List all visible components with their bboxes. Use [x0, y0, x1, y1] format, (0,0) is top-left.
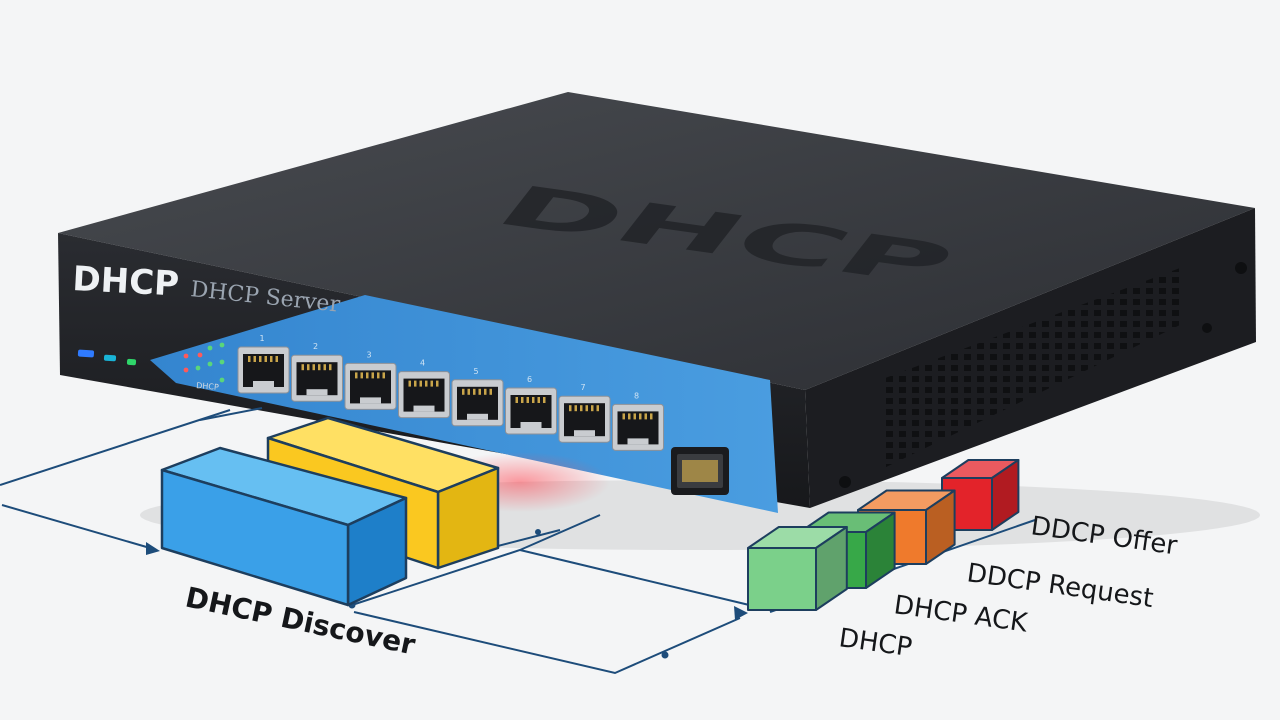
ack-label: DHCP ACK	[892, 590, 1030, 639]
packet-dhcp	[747, 526, 848, 611]
side-vent	[880, 268, 1180, 470]
port-number: 5	[473, 367, 478, 376]
sfp-port	[671, 447, 729, 495]
dhcp-label: DHCP	[837, 623, 914, 663]
port-number: 3	[366, 350, 371, 359]
side-screw	[1235, 262, 1247, 274]
ethernet-port	[505, 387, 557, 435]
port-group: 1 2 3 4 5 6 7 8	[237, 334, 664, 451]
connection-lines	[0, 407, 1036, 675]
port-number: 1	[259, 334, 264, 343]
port-number: 8	[634, 391, 639, 400]
ethernet-port	[237, 346, 290, 394]
port-number: 6	[527, 375, 532, 384]
status-label: DHCP	[196, 381, 219, 392]
led-cyan	[103, 354, 117, 362]
ethernet-port	[398, 371, 450, 419]
front-screw	[839, 476, 851, 488]
port-number: 7	[580, 383, 585, 392]
port-number: 4	[420, 359, 425, 368]
blue-packet	[160, 446, 408, 607]
ethernet-port	[451, 379, 504, 427]
led-green	[126, 358, 137, 366]
line-arrows	[146, 529, 748, 659]
ethernet-port	[344, 362, 397, 410]
ethernet-port	[291, 354, 343, 402]
packet-ddcp-request	[857, 489, 956, 565]
front-logo: DHCP	[72, 259, 181, 305]
port-number: 2	[313, 342, 318, 351]
sequence-packets	[747, 459, 1020, 611]
discover-label: DHCP Discover	[183, 581, 419, 662]
side-screw	[1202, 323, 1212, 333]
discover-packets	[160, 416, 500, 607]
chassis-top	[58, 92, 1255, 390]
ethernet-port	[612, 403, 664, 451]
ethernet-port	[558, 395, 611, 443]
led-blue	[77, 349, 95, 358]
status-leds	[183, 342, 225, 383]
